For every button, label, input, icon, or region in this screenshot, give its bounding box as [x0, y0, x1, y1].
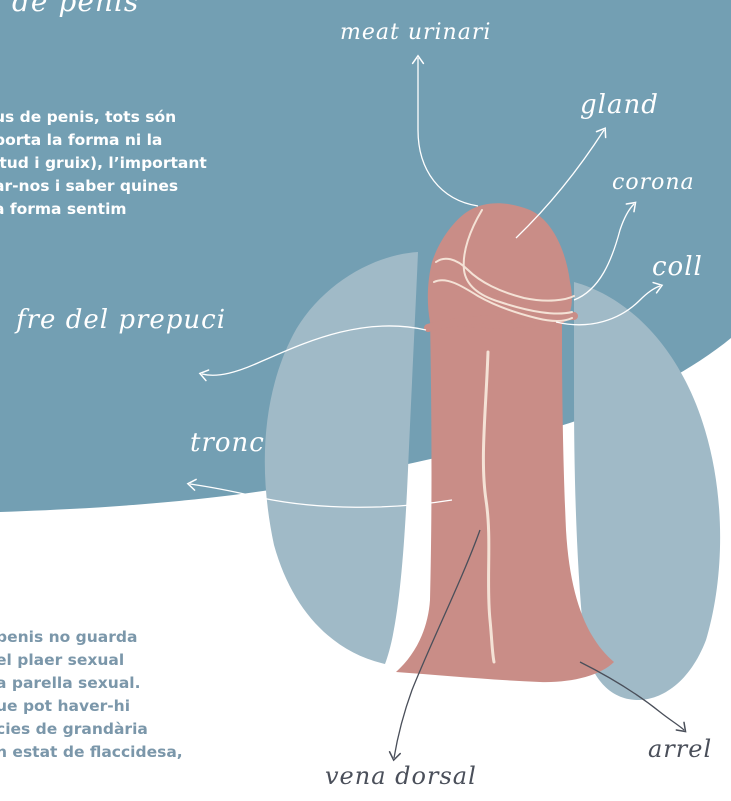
intro-line: itud i gruix), l’important — [0, 152, 207, 175]
label-vena-dorsal: vena dorsal — [325, 762, 477, 790]
label-gland: gland — [580, 90, 659, 120]
label-fre-del-prepuci: fre del prepuci — [16, 305, 226, 335]
intro-line: porta la forma ni la — [0, 129, 207, 152]
intro-line: a forma sentim — [0, 198, 207, 221]
note-line: n estat de flaccidesa, — [0, 741, 183, 764]
intro-paragraph: us de penis, tots són porta la forma ni … — [0, 106, 207, 221]
intro-line: us de penis, tots són — [0, 106, 207, 129]
note-paragraph: penis no guarda el plaer sexual a parell… — [0, 626, 183, 764]
page-heading: de penis — [12, 0, 139, 18]
label-coll: coll — [652, 252, 703, 282]
label-meat-urinari: meat urinari — [340, 20, 491, 45]
note-line: ue pot haver-hi — [0, 695, 183, 718]
label-arrel: arrel — [648, 735, 712, 763]
note-line: penis no guarda — [0, 626, 183, 649]
note-line: a parella sexual. — [0, 672, 183, 695]
label-tronc: tronc — [190, 428, 265, 458]
note-line: cies de grandària — [0, 718, 183, 741]
intro-line: ar-nos i saber quines — [0, 175, 207, 198]
note-line: el plaer sexual — [0, 649, 183, 672]
label-corona: corona — [612, 170, 695, 195]
